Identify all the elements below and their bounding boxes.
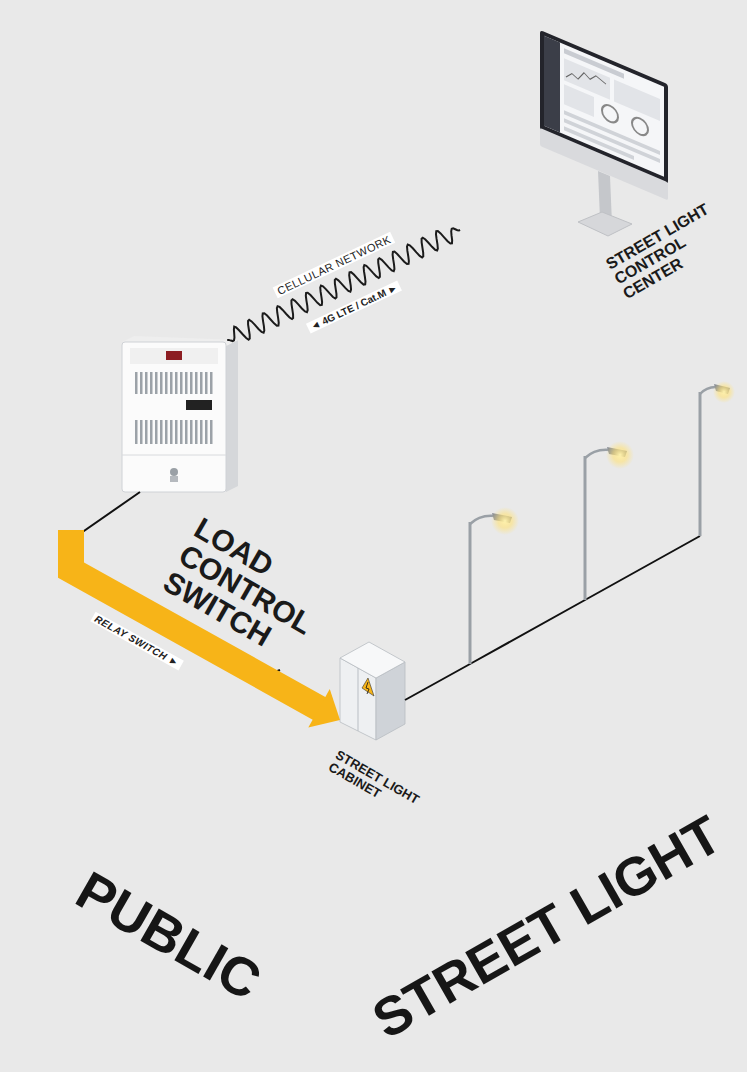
- street-lights: [405, 381, 735, 700]
- platform-edge: [18, 645, 747, 870]
- node-heading: STREET LIGHT CABINET: [326, 748, 427, 822]
- node-heading: LOAD CONTROL SWITCH: [159, 512, 344, 673]
- monitor: [540, 30, 668, 236]
- yellow-square: [60, 420, 275, 530]
- arrow-head: [308, 689, 340, 727]
- edge-label: RELAY SWITCH ►: [90, 612, 183, 671]
- meter-device: [122, 336, 238, 492]
- wave-line: [227, 228, 460, 341]
- road-title: STREET LIGHT: [364, 806, 729, 1047]
- load-switch-square: LOAD CONTROL SWITCH: [60, 340, 280, 530]
- platform: [18, 18, 729, 870]
- road: [18, 645, 747, 998]
- network-type: ◄ 4G LTE / Cat.M ►: [306, 280, 402, 333]
- cabinet-outline: [340, 642, 405, 740]
- control-center-square: STREET LIGHT CONTROL CENTER: [460, 28, 715, 256]
- edge-label: CELLULAR NETWORK: [273, 232, 396, 299]
- cabinet-outline: [340, 640, 405, 740]
- road-title: PUBLIC: [68, 862, 269, 1008]
- node-outline: [60, 340, 280, 530]
- cabinet-illustration: [340, 642, 405, 740]
- street-light-cabinet: STREET LIGHT CABINET: [340, 640, 405, 740]
- cellular-link: [227, 228, 460, 341]
- node-heading: STREET LIGHT CONTROL CENTER: [603, 196, 737, 303]
